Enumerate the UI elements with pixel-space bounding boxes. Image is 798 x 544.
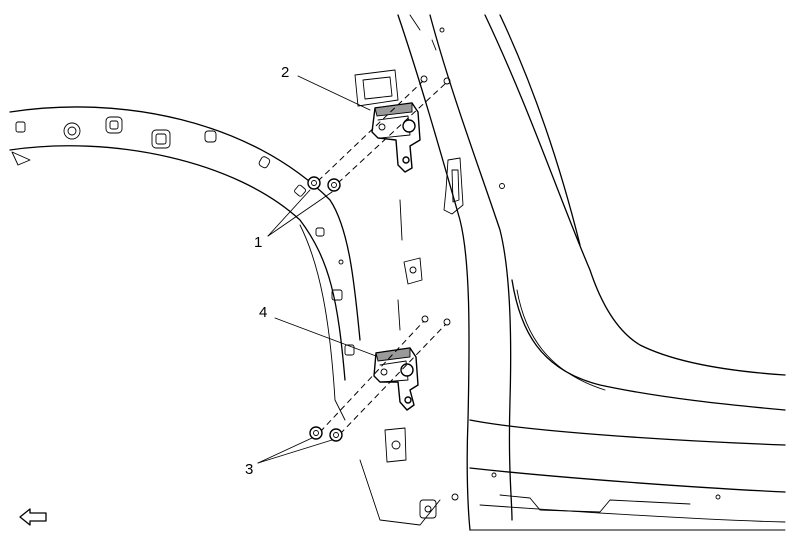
callout-2: 2 bbox=[281, 64, 289, 81]
fender-liner bbox=[9, 106, 361, 421]
arrow-left-icon bbox=[19, 508, 47, 526]
lower-bolt-1 bbox=[309, 426, 323, 440]
callout-3: 3 bbox=[245, 461, 253, 478]
upper-bolts bbox=[307, 75, 451, 192]
upper-bolt-1 bbox=[307, 176, 321, 190]
leader-lines bbox=[257, 75, 377, 464]
upper-bolt-2 bbox=[327, 178, 341, 192]
body-pillar bbox=[354, 14, 786, 531]
callout-4: 4 bbox=[259, 304, 267, 321]
callout-1: 1 bbox=[254, 234, 262, 251]
lower-bolts bbox=[309, 315, 451, 442]
lower-bolt-2 bbox=[329, 428, 343, 442]
lower-door-hinge bbox=[373, 347, 419, 411]
upper-door-hinge bbox=[371, 102, 421, 173]
liner-clip-holes bbox=[15, 116, 355, 356]
